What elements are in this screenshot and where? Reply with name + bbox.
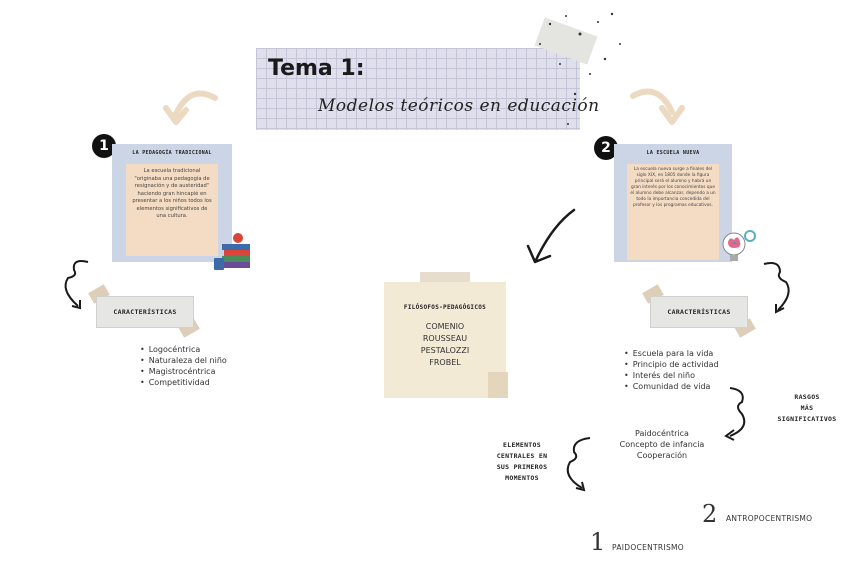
loop-arrow-icon: [763, 262, 790, 314]
elementos-line: MOMENTOS: [505, 474, 539, 482]
philosopher-name: ROUSSEAU: [422, 334, 468, 343]
folded-corner: [488, 372, 508, 398]
rank-number: 1: [590, 528, 606, 556]
rank-label: ANTROPOCENTRISMO: [726, 514, 813, 523]
list-item: Interés del niño: [624, 370, 719, 381]
rasgos-item: Paidocéntrica: [635, 429, 689, 438]
card-text: La escuela tradicional "originaba una pe…: [126, 164, 218, 256]
elementos-label: ELEMENTOS CENTRALES EN SUS PRIMEROS MOME…: [484, 440, 560, 484]
rasgos-item: Concepto de infancia: [619, 440, 705, 449]
philosopher-name: PESTALOZZI: [420, 346, 470, 355]
elementos-line: ELEMENTOS: [503, 441, 541, 449]
rasgos-line: RASGOS: [794, 393, 820, 401]
characteristics-tag-right: CARACTERÍSTICAS: [650, 296, 748, 328]
loop-arrow-icon: [64, 260, 89, 310]
elementos-line: SUS PRIMEROS: [496, 463, 548, 471]
rank-label: PAIDOCENTRISMO: [612, 543, 684, 552]
list-item: Competitividad: [140, 377, 227, 388]
card-pedagogia-tradicional: LA PEDAGOGÍA TRADICIONAL La escuela trad…: [112, 144, 232, 262]
rasgos-item: Cooperación: [636, 451, 688, 460]
elementos-line: CENTRALES EN: [496, 452, 548, 460]
brain-lightbulb-icon: [722, 230, 756, 261]
curved-arrow-right-icon: [630, 88, 685, 125]
list-item: Logocéntrica: [140, 344, 227, 355]
page-title: Tema 1:: [268, 56, 365, 81]
list-item: Magistrocéntrica: [140, 366, 227, 377]
arrow-down-left-icon: [526, 208, 576, 264]
books-icon: [214, 233, 250, 270]
card-title: LA PEDAGOGÍA TRADICIONAL: [132, 150, 212, 156]
speckle-decoration: [539, 12, 621, 125]
rasgos-line: SIGNIFICATIVOS: [777, 415, 837, 423]
loop-arrow-icon: [566, 437, 591, 492]
card-title: LA ESCUELA NUEVA: [646, 150, 700, 156]
list-item: Principio de actividad: [624, 359, 719, 370]
list-item: Naturaleza del niño: [140, 355, 227, 366]
list-item: Escuela para la vida: [624, 348, 719, 359]
curved-arrow-left-icon: [163, 90, 218, 125]
characteristics-list-right: Escuela para la vida Principio de activi…: [624, 348, 719, 392]
rasgos-label: RASGOS MÁS SIGNIFICATIVOS: [772, 392, 842, 425]
list-item: Comunidad de vida: [624, 381, 719, 392]
rank-number: 2: [702, 500, 718, 528]
characteristics-list-left: Logocéntrica Naturaleza del niño Magistr…: [140, 344, 227, 388]
loop-arrow-icon: [724, 387, 746, 441]
characteristics-tag-left: CARACTERÍSTICAS: [96, 296, 194, 328]
card-text: La escuela nueva surge a finales del sig…: [627, 164, 719, 260]
philosopher-name: COMENIO: [425, 322, 465, 331]
rasgos-list: Paidocéntrica Concepto de infancia Coope…: [612, 428, 712, 461]
philosophers-note: FILÓSOFOS-PEDAGÓGICOS COMENIO ROUSSEAU P…: [384, 282, 506, 398]
rasgos-line: MÁS: [800, 404, 814, 412]
note-heading: FILÓSOFOS-PEDAGÓGICOS: [403, 304, 487, 311]
page-subtitle: Modelos teóricos en educación: [318, 96, 600, 116]
title-box: [256, 48, 580, 130]
card-escuela-nueva: LA ESCUELA NUEVA La escuela nueva surge …: [614, 144, 732, 262]
philosopher-name: FROBEL: [429, 358, 461, 367]
